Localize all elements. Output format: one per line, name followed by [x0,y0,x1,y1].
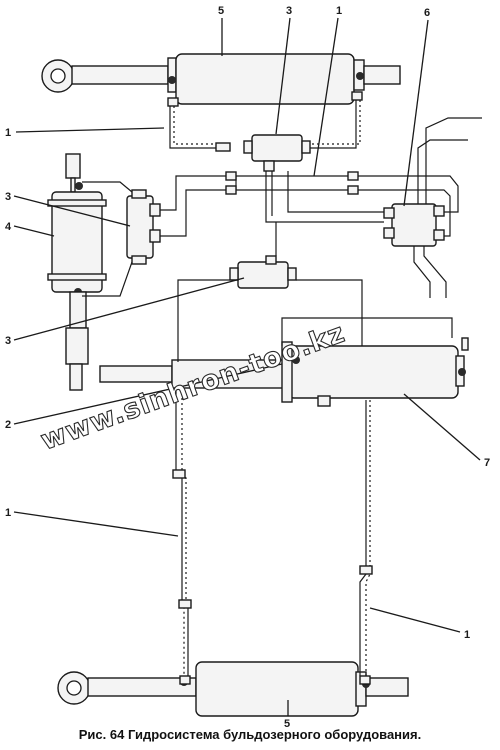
figure-caption: Рис. 64 Гидросистема бульдозерного обору… [78,727,422,742]
left-vertical-cylinder [47,153,107,391]
top-lift-cylinder [41,53,401,107]
callout-top-3: 3 [286,5,292,17]
callout-left-2: 2 [5,419,11,431]
callout-right-1-lower: 1 [464,629,470,641]
callout-top-6: 6 [424,7,430,19]
control-valve [383,203,445,247]
leader-lines [13,17,481,716]
bottom-lift-cylinder [57,661,409,717]
callout-left-3-upper: 3 [5,191,11,203]
callout-left-1-lower: 1 [5,507,11,519]
left-valve-block [126,189,161,265]
callout-bottom-5: 5 [284,718,290,730]
callout-left-3-lower: 3 [5,335,11,347]
callout-left-4: 4 [5,221,12,233]
callout-numbers: 5 3 1 6 1 3 4 3 2 7 1 1 5 [5,5,490,730]
hydraulic-lines [82,100,482,685]
callout-top-1: 1 [336,5,342,17]
callout-top-5: 5 [218,5,224,17]
upper-tee [215,134,311,172]
callout-right-7: 7 [484,457,490,469]
tilt-cylinder [99,337,469,407]
callout-left-1-upper: 1 [5,127,11,139]
lower-tee [229,255,297,289]
